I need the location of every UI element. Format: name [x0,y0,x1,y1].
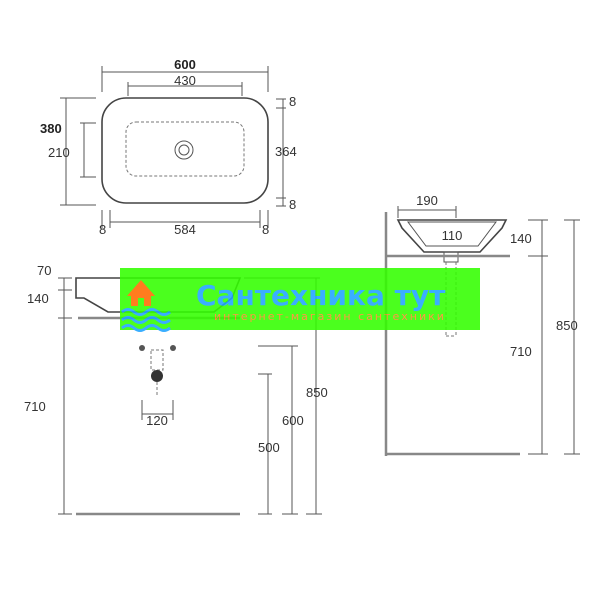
dim-500: 500 [258,440,280,455]
dim-8-br: 8 [262,222,269,237]
dim-584: 584 [174,222,196,237]
dim-8-top: 8 [289,94,296,109]
drain-inner [178,144,190,156]
top-view: 600 430 380 210 8 364 8 8 584 8 [40,57,297,237]
dim-120: 120 [146,413,168,428]
tap-left [139,345,145,351]
dim-364: 364 [275,144,297,159]
dim-140-side: 140 [510,231,532,246]
dim-8-bl: 8 [99,222,106,237]
dim-210: 210 [48,145,70,160]
watermark-subtitle: интернет-магазин сантехники [214,310,446,323]
side-view: 190 110 140 710 850 [384,193,580,456]
dim-8-bottom: 8 [289,197,296,212]
dim-430: 430 [174,73,196,88]
basin-side-profile [396,219,508,253]
dim-190: 190 [416,193,438,208]
watermark-background [120,268,480,330]
dim-600: 600 [174,57,196,72]
bowl-outline [125,121,245,177]
tap-right [170,345,176,351]
dim-710-front: 710 [24,399,46,414]
dim-600-front: 600 [282,413,304,428]
drain-pipe [150,349,164,371]
dim-380: 380 [40,121,62,136]
watermark-title: Сантехника тут [196,279,446,312]
dim-850-front: 850 [306,385,328,400]
drain-circle [174,140,194,160]
house-logo-icon [121,280,171,332]
dim-710-side: 710 [510,344,532,359]
siphon [151,370,163,382]
basin-outline [101,97,269,204]
watermark-banner: Сантехника тут интернет-магазин сантехни… [120,268,480,332]
dim-110: 110 [442,228,463,243]
dim-140-front: 140 [27,291,49,306]
dim-70: 70 [37,263,51,278]
dim-850-side: 850 [556,318,578,333]
